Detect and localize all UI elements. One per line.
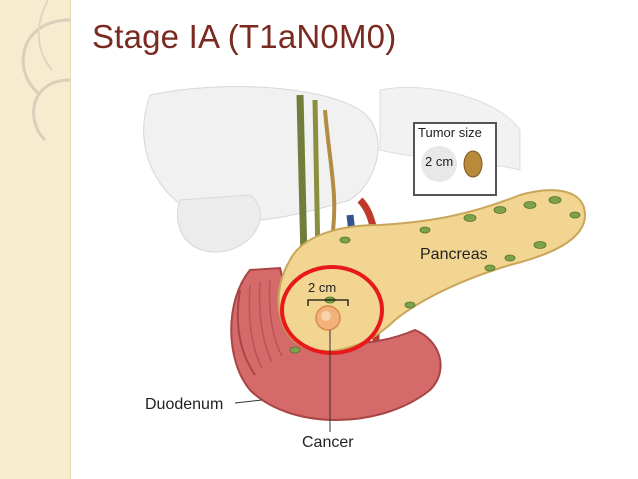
tumor-size-inset: Tumor size 2 cm [413,122,497,196]
tumor-size-label: Tumor size [418,125,482,140]
slide-title: Stage IA (T1aN0M0) [92,18,397,55]
tumor-size-value: 2 cm [425,154,454,169]
decorative-rings [21,0,70,142]
cancer-label: Cancer [302,434,354,451]
decorative-side-band [0,0,71,479]
pancreas-label: Pancreas [420,246,488,263]
lesion-size-label: 2 cm [308,280,337,295]
duodenum-label: Duodenum [145,396,224,413]
pancreas-anatomy-illustration [143,86,587,432]
tumor-size-graphic [421,146,483,182]
